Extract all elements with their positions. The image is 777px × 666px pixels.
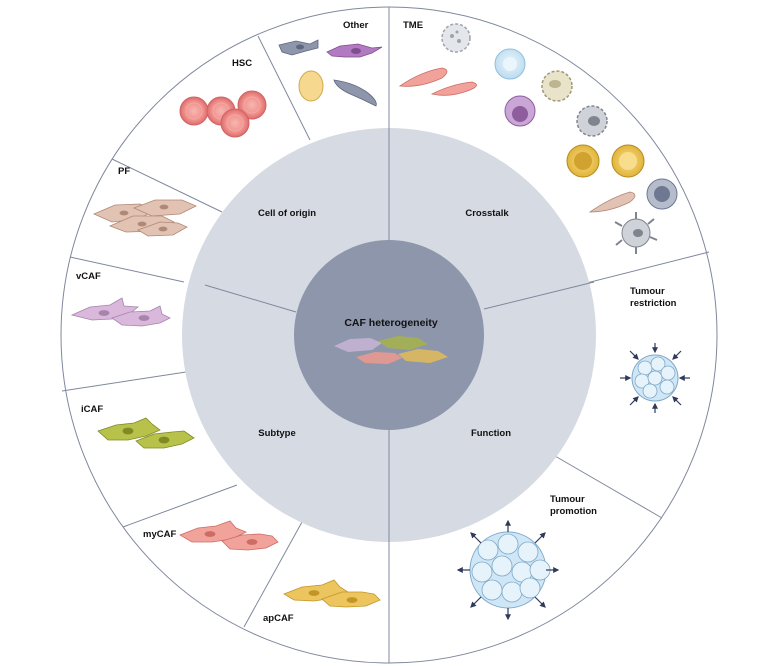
label-hsc: HSC [232, 58, 252, 69]
label-tumour-restriction-1: Tumour [630, 286, 665, 297]
mycaf-cells-icon [179, 520, 279, 551]
inner-circle [294, 240, 484, 430]
center-label: CAF heterogeneity [344, 317, 438, 329]
middle-dividers [204, 128, 595, 542]
label-tumour-promotion-1: Tumour [550, 494, 585, 505]
caf-cluster-icon [334, 336, 448, 364]
label-tumour-promotion-2: promotion [550, 506, 597, 517]
hsc-cells-icon [179, 90, 267, 138]
inner-label-function: Function [471, 428, 511, 439]
tumour-restriction-icon [620, 343, 690, 413]
label-other: Other [343, 20, 369, 31]
label-apcaf: apCAF [263, 613, 294, 624]
apcaf-cells-icon [283, 579, 381, 608]
vcaf-cells-icon [70, 297, 171, 327]
label-tme: TME [403, 20, 423, 31]
label-tumour-restriction-2: restriction [630, 298, 677, 309]
pf-cells-icon [93, 199, 197, 237]
label-pf: PF [118, 166, 130, 177]
label-vcaf: vCAF [76, 271, 101, 282]
other-cells-icon [278, 39, 383, 107]
tumour-promotion-icon [456, 519, 560, 621]
inner-label-subtype: Subtype [258, 428, 295, 439]
tme-cells-icon [398, 23, 678, 254]
label-icaf: iCAF [81, 404, 103, 415]
inner-label-crosstalk: Crosstalk [465, 208, 509, 219]
label-mycaf: myCAF [143, 529, 176, 540]
icaf-cells-icon [97, 417, 195, 449]
inner-label-origin: Cell of origin [258, 208, 316, 219]
